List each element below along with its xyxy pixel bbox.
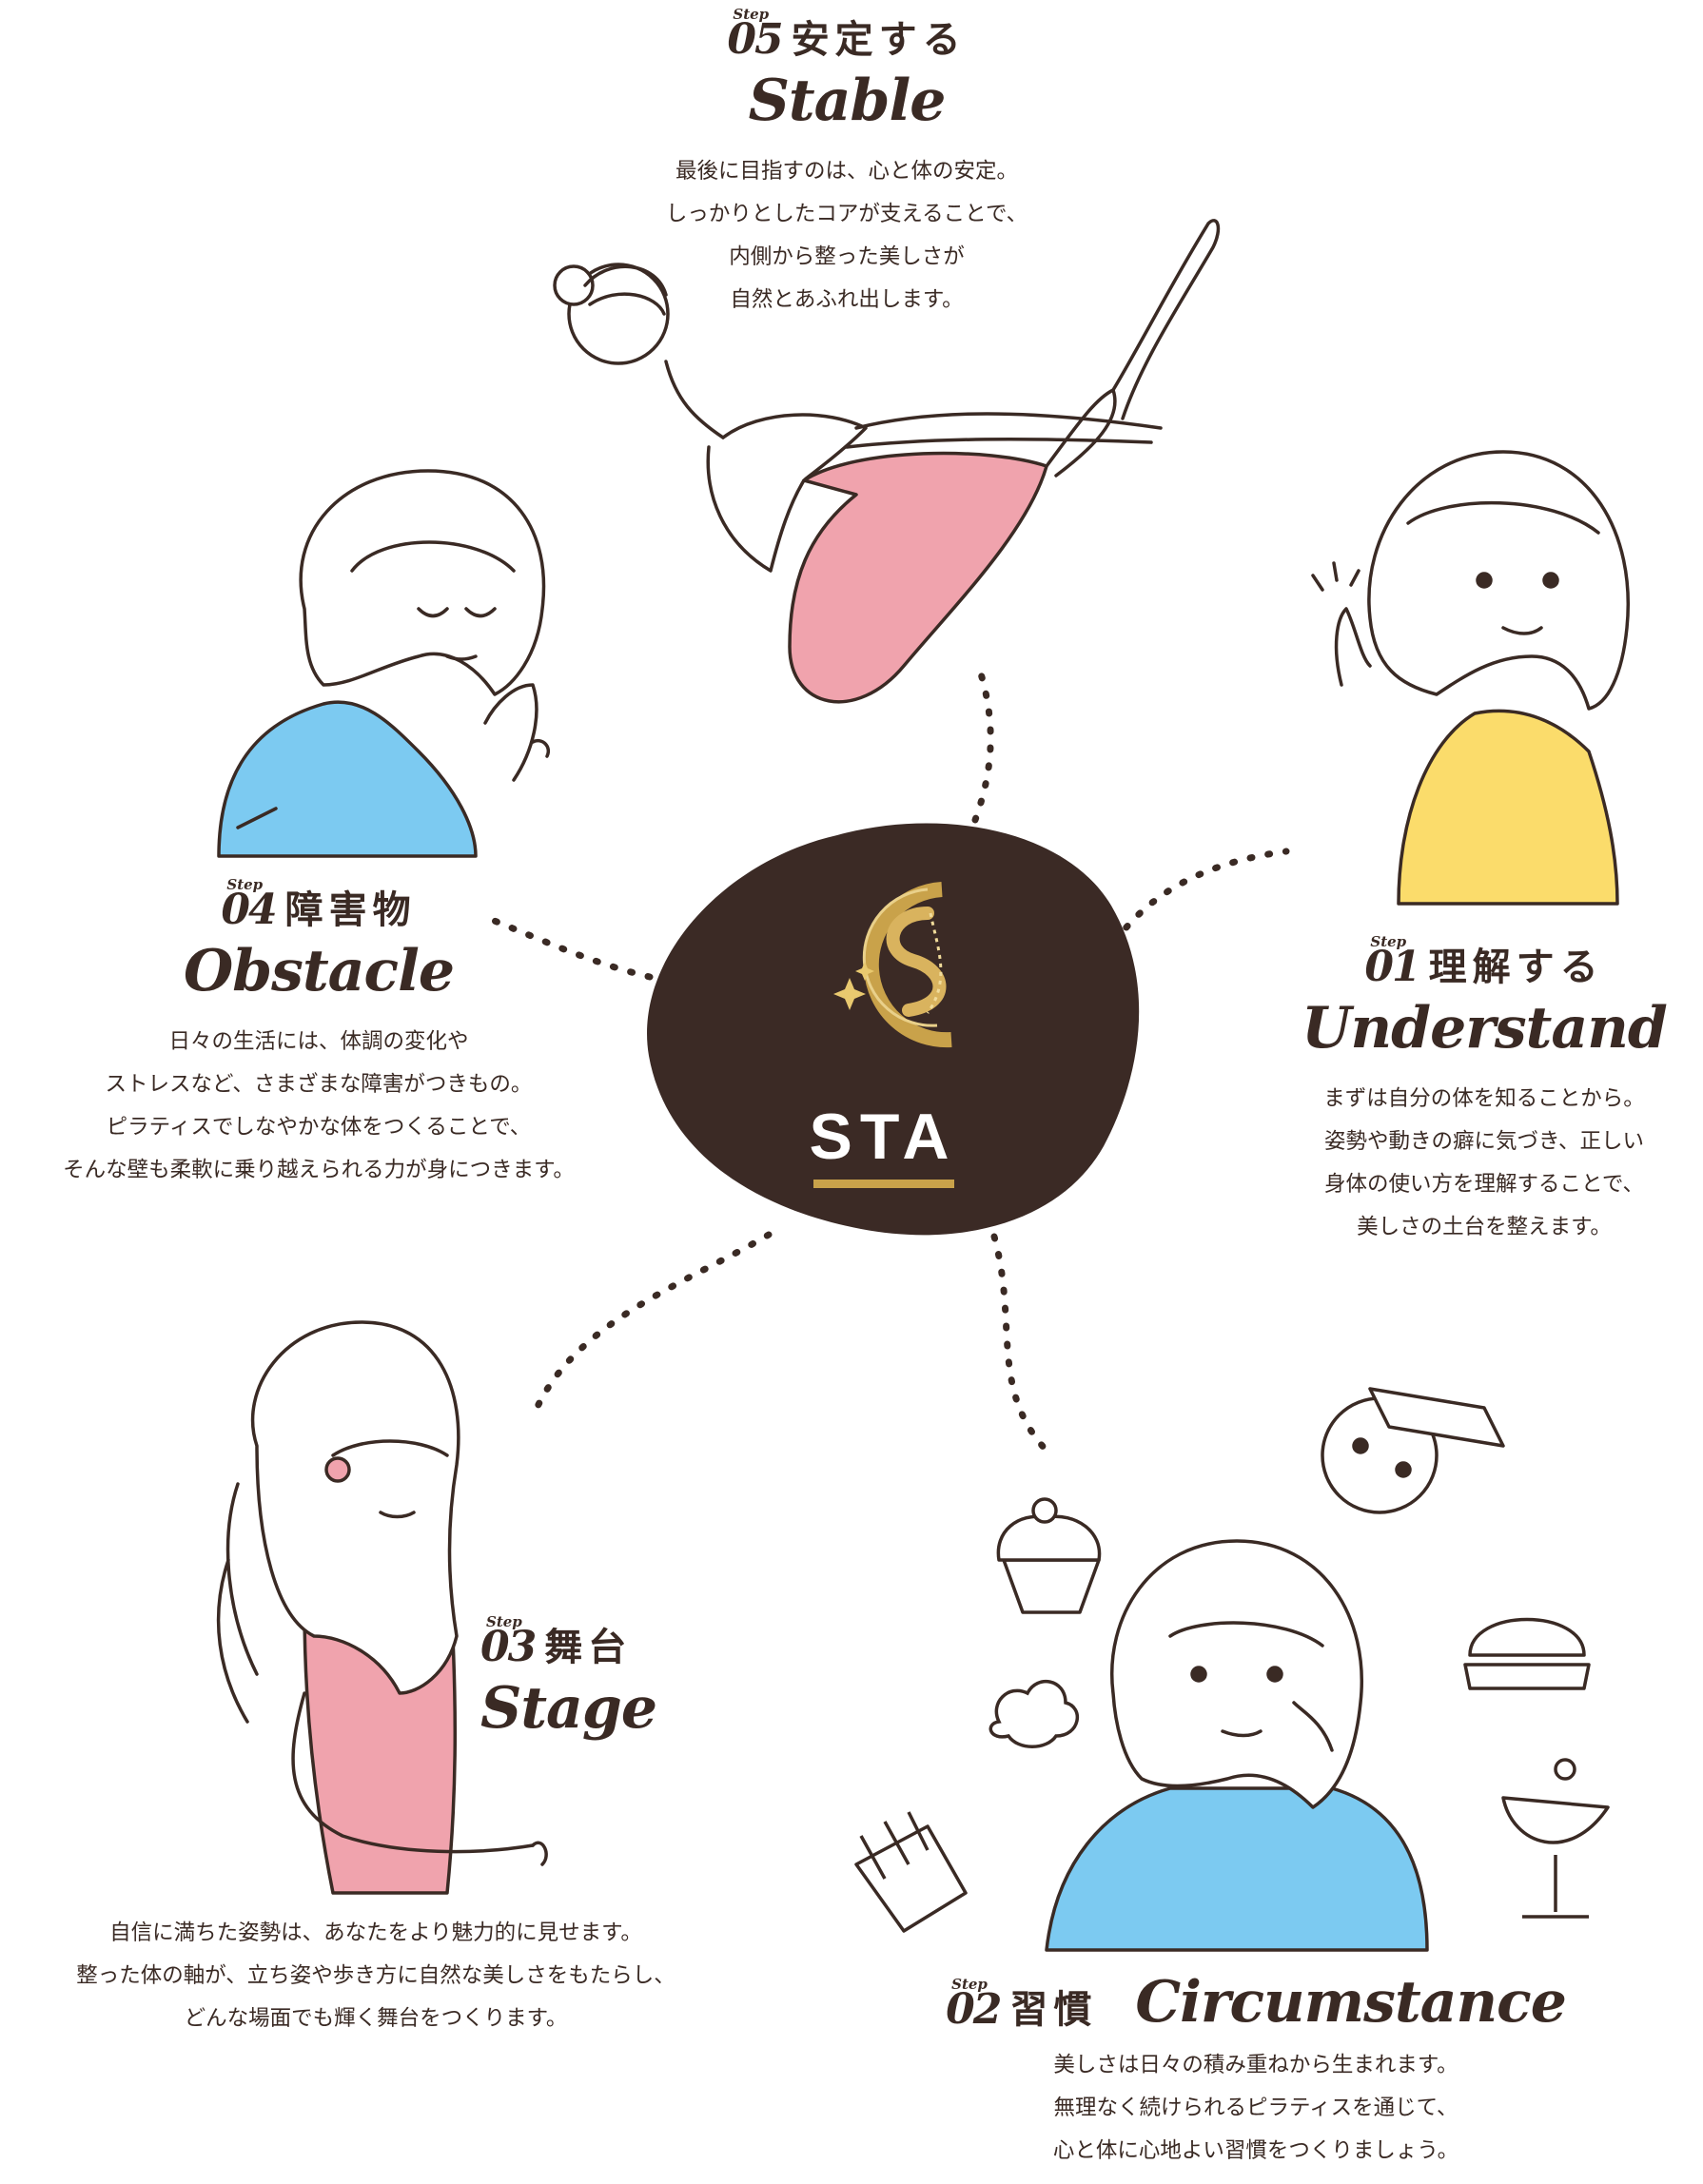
central-hub: STA [647, 823, 1140, 1236]
hub-blob [647, 823, 1140, 1236]
step-title-jp: 理解する [1428, 946, 1604, 989]
desc-line: 日々の生活には、体調の変化や [168, 1029, 469, 1054]
burger-icon [1463, 1617, 1591, 1690]
desc-line: まずは自分の体を知ることから。 [1323, 1086, 1645, 1111]
desc-line: ピラティスでしなやかな体をつくることで、 [106, 1115, 532, 1140]
step-04-obstacle: Step 04 障害物 Obstacle 日々の生活には、体調の変化や ストレス… [0, 876, 637, 1192]
stage-woman-illustration [216, 1320, 548, 1895]
desc-line: そんな壁も柔軟に乗り越えられる力が身につきます。 [63, 1158, 575, 1182]
step-05-stable: Step 05 安定する Stable 最後に目指すのは、心と体の安定。 しっか… [609, 6, 1085, 322]
step-word: Step [1370, 933, 1407, 950]
step-title-jp: 舞台 [544, 1626, 633, 1669]
desc-line: 美しさの土台を整えます。 [1357, 1215, 1612, 1239]
desc-line: 最後に目指すのは、心と体の安定。 [675, 159, 1018, 184]
connector-understand [1111, 848, 1290, 946]
sta-logo-icon [833, 882, 952, 1048]
hub-underline [813, 1180, 954, 1188]
desc-line: 内側から整った美しさが [729, 244, 965, 269]
step-title-en: Stage [480, 1675, 657, 1742]
fries-icon [854, 1811, 968, 1933]
pizza-icon [1321, 1387, 1505, 1514]
step-title-jp: 障害物 [284, 888, 417, 932]
connector-obstacle [483, 914, 654, 981]
step-description: 日々の生活には、体調の変化や ストレスなど、さまざまな障害がつきもの。 ピラティ… [0, 1021, 637, 1192]
step-02-circumstance: Step 02 習慣 Circumstance 美しさは日々の積み重ねから生まれ… [885, 1974, 1627, 2173]
hub-label: STA [810, 1101, 957, 1173]
desc-line: 自信に満ちた姿勢は、あなたをより魅力的に見せます。 [109, 1921, 642, 1945]
step-description: 自信に満ちた姿勢は、あなたをより魅力的に見せます。 整った体の軸が、立ち姿や歩き… [0, 1912, 752, 2040]
obstacle-woman-illustration [217, 469, 550, 858]
step-number: 05 [727, 15, 783, 64]
step-01-understand: Step 01 理解する Understand まずは自分の体を知ることから。 … [1275, 933, 1693, 1249]
stable-woman-illustration [553, 219, 1221, 704]
step-description: まずは自分の体を知ることから。 姿勢や動きの癖に気づき、正しい 身体の使い方を理… [1275, 1078, 1693, 1249]
sigh-cloud-icon [989, 1679, 1080, 1748]
desc-line: 姿勢や動きの癖に気づき、正しい [1324, 1129, 1644, 1154]
step-title-jp: 習慣 [1009, 1988, 1098, 2032]
desc-line: どんな場面でも輝く舞台をつくります。 [184, 2006, 568, 2031]
step-title-en: Stable [748, 68, 947, 134]
desc-line: 美しさは日々の積み重ねから生まれます。 [1053, 2053, 1458, 2077]
desc-line: 整った体の軸が、立ち姿や歩き方に自然な美しさをもたらし、 [76, 1963, 675, 1988]
step-03-stage-description: 自信に満ちた姿勢は、あなたをより魅力的に見せます。 整った体の軸が、立ち姿や歩き… [0, 1912, 752, 2040]
step-word: Step [733, 6, 770, 23]
step-title-en: Obstacle [183, 938, 455, 1004]
step-03-stage: Step 03 舞台 Stage [480, 1613, 709, 1743]
step-description: 美しさは日々の積み重ねから生まれます。 無理なく続けられるピラティスを通じて、 … [885, 2044, 1627, 2173]
cupcake-icon [996, 1497, 1102, 1614]
connector-stage [529, 1231, 773, 1421]
desc-line: ストレスなど、さまざまな障害がつきもの。 [105, 1072, 533, 1097]
step-number: 03 [480, 1623, 537, 1671]
step-title-en: Understand [1302, 995, 1668, 1062]
step-word: Step [226, 876, 264, 893]
step-number: 04 [221, 886, 277, 934]
step-number: 01 [1364, 943, 1420, 991]
connector-stable [971, 667, 994, 824]
understand-woman-illustration [1311, 450, 1630, 906]
desc-line: 心と体に心地よい習慣をつくりましょう。 [1052, 2138, 1459, 2163]
step-title-en: Circumstance [1135, 1969, 1567, 2036]
desc-line: 身体の使い方を理解することで、 [1324, 1172, 1644, 1197]
desc-line: しっかりとしたコアが支えることで、 [665, 202, 1028, 226]
step-description: 最後に目指すのは、心と体の安定。 しっかりとしたコアが支えることで、 内側から整… [609, 150, 1085, 322]
desc-line: 自然とあふれ出します。 [730, 287, 964, 312]
connector-circumstance [990, 1233, 1050, 1454]
parfait-icon [1501, 1758, 1610, 1919]
step-number: 02 [946, 1985, 1002, 2034]
step-word: Step [486, 1613, 522, 1630]
desc-line: 無理なく続けられるピラティスを通じて、 [1053, 2096, 1458, 2120]
step-word: Step [951, 1976, 988, 1993]
circumstance-woman-illustration [1045, 1539, 1429, 1952]
step-title-jp: 安定する [791, 18, 967, 62]
